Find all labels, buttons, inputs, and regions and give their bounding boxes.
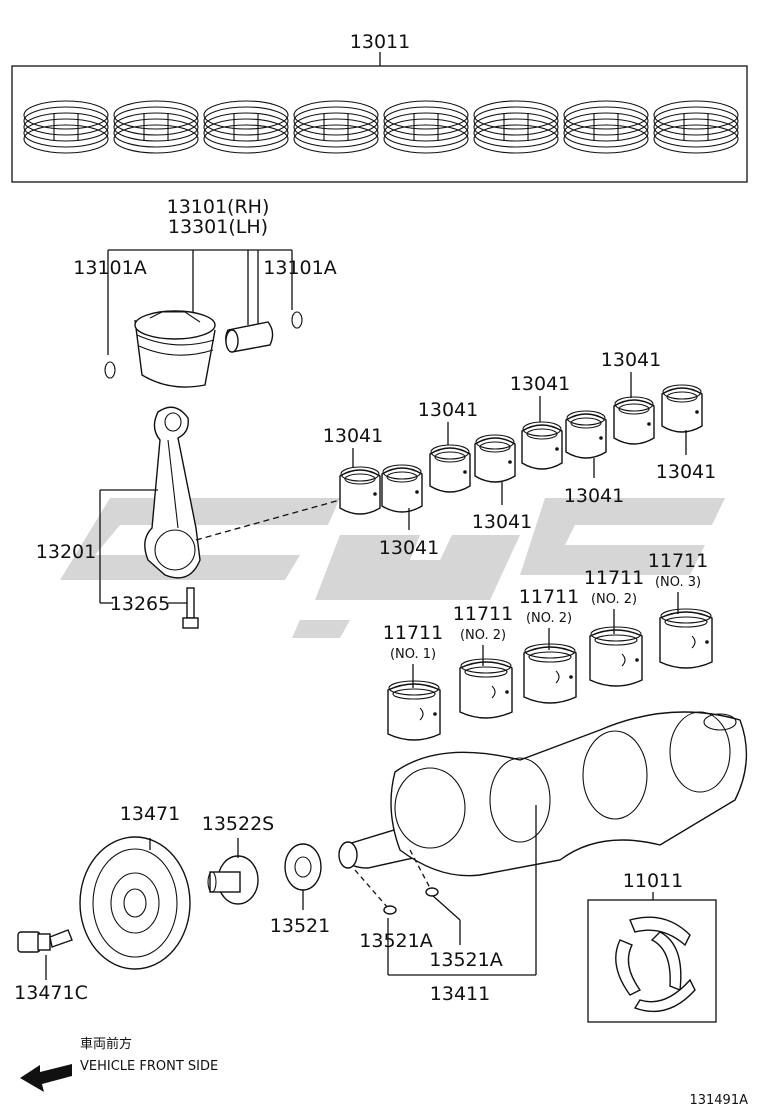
label-main-bearing-4-sub: (NO. 2) (591, 592, 637, 607)
label-rod-bearing-3: 13041 (418, 399, 478, 421)
watermark-logo (60, 498, 725, 638)
label-crankshaft: 13411 (430, 983, 490, 1005)
label-main-bearing-5-sub: (NO. 3) (655, 575, 701, 590)
connecting-rod-leaders (99, 489, 341, 604)
piston-ring-6[interactable] (473, 100, 559, 154)
label-crankshaft-gear-s: 13522S (202, 813, 275, 835)
main-bearing-3[interactable] (523, 643, 577, 704)
label-crankshaft-key-right: 13521A (429, 949, 502, 971)
figure-id: 131491A (689, 1093, 748, 1108)
label-crankshaft-key-left: 13521A (359, 930, 432, 952)
crankshaft[interactable] (338, 711, 748, 877)
label-main-bearing-2-sub: (NO. 2) (460, 628, 506, 643)
piston-ring-8[interactable] (653, 100, 739, 154)
connecting-rod-bearing-4[interactable] (474, 434, 516, 483)
label-rod-bearing-4: 13041 (472, 511, 532, 533)
front-direction-arrow-icon (20, 1064, 72, 1092)
crankshaft-pulley[interactable] (79, 836, 191, 970)
front-note-english: VEHICLE FRONT SIDE (80, 1059, 218, 1074)
piston-ring-5[interactable] (383, 100, 469, 154)
label-piston-lh: 13301(LH) (168, 216, 268, 238)
label-snap-ring-right: 13101A (263, 257, 336, 279)
thrust-washer-set[interactable] (615, 916, 696, 1013)
label-main-bearing-5: 11711 (648, 550, 708, 572)
connecting-rod-bearing-6[interactable] (565, 410, 607, 459)
crankshaft-gear-s[interactable] (207, 838, 259, 905)
label-rod-bearing-6: 13041 (564, 485, 624, 507)
piston-pin[interactable] (225, 321, 274, 353)
main-bearing-group (387, 608, 713, 741)
pulley-bolt[interactable] (17, 929, 73, 980)
connecting-rod-bearing-5[interactable] (521, 421, 563, 470)
label-main-bearing-3: 11711 (519, 586, 579, 608)
connecting-rod-bearing-1[interactable] (339, 466, 381, 515)
thrust-washer-box (587, 892, 717, 1023)
piston-group-leaders (107, 249, 293, 355)
crankshaft-leader (354, 805, 537, 976)
bearing-leader-lines (352, 372, 687, 688)
main-bearing-2[interactable] (459, 658, 513, 719)
label-rod-bearing-7: 13041 (601, 349, 661, 371)
piston-ring-set-box (11, 52, 748, 183)
label-snap-ring-left: 13101A (73, 257, 146, 279)
connecting-rod-bearing-group (339, 384, 703, 515)
crankshaft-gear[interactable] (284, 843, 322, 910)
label-piston-ring-set: 13011 (350, 31, 410, 53)
piston[interactable] (134, 310, 216, 388)
piston-ring-1[interactable] (23, 100, 109, 154)
connecting-rod-bearing-8[interactable] (661, 384, 703, 433)
label-main-bearing-1: 11711 (383, 622, 443, 644)
label-rod-bearing-8: 13041 (656, 461, 716, 483)
connecting-rod-bearing-7[interactable] (613, 396, 655, 445)
label-crankshaft-pulley: 13471 (120, 803, 180, 825)
snap-ring-right[interactable] (291, 311, 303, 329)
piston-ring-set[interactable] (23, 100, 739, 154)
piston-ring-3[interactable] (203, 100, 289, 154)
label-main-bearing-2: 11711 (453, 603, 513, 625)
label-piston-rh: 13101(RH) (167, 196, 270, 218)
piston-ring-4[interactable] (293, 100, 379, 154)
connecting-rod-bearing-2[interactable] (381, 464, 423, 513)
label-rod-bearing-2: 13041 (379, 537, 439, 559)
piston-ring-2[interactable] (113, 100, 199, 154)
snap-ring-left[interactable] (104, 361, 116, 379)
label-pulley-bolt: 13471C (14, 982, 88, 1004)
label-connecting-rod-bolt: 13265 (110, 593, 170, 615)
label-main-bearing-1-sub: (NO. 1) (390, 647, 436, 662)
piston-ring-7[interactable] (563, 100, 649, 154)
label-main-bearing-3-sub: (NO. 2) (526, 611, 572, 626)
label-rod-bearing-1: 13041 (323, 425, 383, 447)
main-bearing-4[interactable] (589, 626, 643, 687)
label-main-bearing-4: 11711 (584, 567, 644, 589)
front-note-japanese: 車両前方 (80, 1036, 132, 1052)
main-bearing-5[interactable] (659, 608, 713, 669)
label-rod-bearing-5: 13041 (510, 373, 570, 395)
label-connecting-rod: 13201 (36, 541, 96, 563)
main-bearing-1[interactable] (387, 680, 441, 741)
crankshaft-key-right[interactable] (425, 887, 439, 897)
label-crankshaft-gear: 13521 (270, 915, 330, 937)
label-thrust-washer: 11011 (623, 870, 683, 892)
connecting-rod-bolt[interactable] (182, 587, 199, 629)
crankshaft-key-left[interactable] (383, 905, 397, 915)
connecting-rod-bearing-3[interactable] (429, 444, 471, 493)
connecting-rod[interactable] (144, 406, 201, 579)
